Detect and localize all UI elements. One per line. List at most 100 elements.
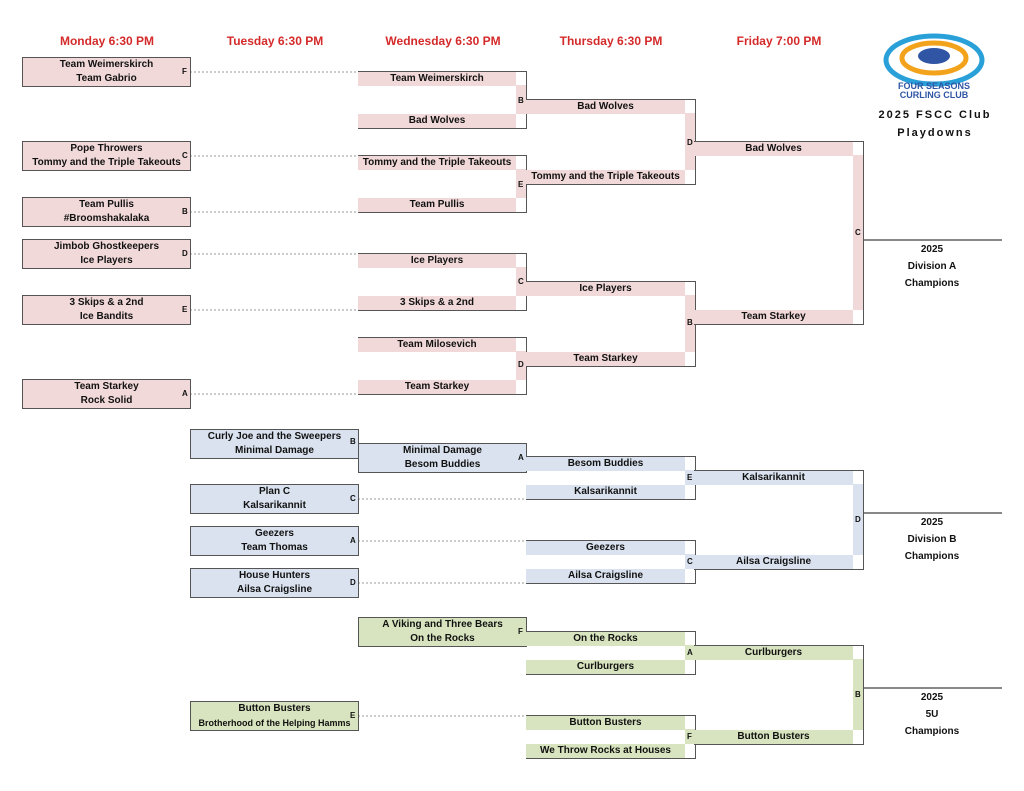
team-name: Team Weimerskirch <box>59 59 154 70</box>
team-slot: Ailsa Craigsline <box>526 569 685 583</box>
team-name: Pope Throwers <box>70 143 143 154</box>
team-name: Plan C <box>258 486 291 497</box>
team-slot: Curlburgers <box>526 660 685 674</box>
team-name: House Hunters <box>238 570 311 581</box>
bracket-fill <box>685 113 695 170</box>
divA-mon-game-5: 3 Skips & a 2nd Ice Bandits <box>22 295 191 325</box>
team-name: Ice Players <box>80 255 133 266</box>
game-sheet-tag: C <box>855 228 861 237</box>
champion-division: Division B <box>907 534 957 545</box>
game-sheet-tag: F <box>182 67 187 76</box>
bracket-fill <box>853 659 863 730</box>
page-title-line1: 2025 FSCC Club <box>878 109 992 121</box>
team-slot: Team Starkey <box>526 352 685 366</box>
game-sheet-tag: A <box>350 536 356 545</box>
logo-ring-outer <box>883 33 985 87</box>
game-sheet-tag: D <box>182 249 188 258</box>
team-name: Minimal Damage <box>235 445 314 456</box>
bracket-fill <box>853 155 863 310</box>
bracket-fill <box>685 729 695 744</box>
team-slot: Bad Wolves <box>694 142 853 156</box>
team-slot: On the Rocks <box>526 632 685 646</box>
team-name: Team Pullis <box>79 199 134 210</box>
champion-lines <box>862 239 1002 689</box>
bracket-fill <box>853 484 863 555</box>
divB-tue-game-1: Curly Joe and the Sweepers Minimal Damag… <box>190 429 359 459</box>
team-slot: Team Starkey <box>358 380 516 394</box>
divB-tue-game-2: Plan C Kalsarikannit <box>190 484 359 514</box>
div5U-champion-label: 2025 5U Champions <box>862 689 1002 740</box>
team-slot: Tommy and the Triple Takeouts <box>358 156 516 170</box>
divA-fri-bracket <box>694 141 864 325</box>
divB-tue-game-4: House Hunters Ailsa Craigsline <box>190 568 359 598</box>
bracket-fill <box>516 267 526 296</box>
divB-fri-bracket <box>694 470 864 570</box>
divA-mon-game-6: Team Starkey Rock Solid <box>22 379 191 409</box>
team-name: Team Gabrio <box>76 73 137 84</box>
game-sheet-tag: A <box>182 389 188 398</box>
team-slot: 3 Skips & a 2nd <box>358 296 516 310</box>
team-slot: Ice Players <box>526 282 685 296</box>
team-name: Ice Bandits <box>79 311 134 322</box>
bracket-fill <box>685 554 695 569</box>
team-slot: We Throw Rocks at Houses <box>526 744 685 758</box>
day-header-wednesday: Wednesday 6:30 PM <box>385 34 501 48</box>
div5U-wed-game: A Viking and Three Bears On the Rocks <box>358 617 527 647</box>
team-slot: Geezers <box>526 541 685 555</box>
team-name: Ailsa Craigsline <box>236 584 313 595</box>
team-slot: Ailsa Craigsline <box>694 555 853 569</box>
game-sheet-tag: C <box>687 557 693 566</box>
bracket-fill <box>516 85 526 114</box>
game-sheet-tag: F <box>687 732 692 741</box>
game-sheet-tag: E <box>182 305 188 314</box>
game-sheet-tag: E <box>687 473 693 482</box>
team-slot: Kalsarikannit <box>526 485 685 499</box>
team-slot: Bad Wolves <box>526 100 685 114</box>
logo-ring-middle <box>899 40 969 76</box>
bracket-fill <box>685 470 695 485</box>
divB-wed-game: Minimal Damage Besom Buddies <box>358 443 527 473</box>
game-sheet-tag: B <box>518 96 524 105</box>
day-header-tuesday: Tuesday 6:30 PM <box>226 34 324 48</box>
div5U-fri-bracket <box>694 645 864 745</box>
bracket-fill <box>685 295 695 352</box>
club-logo: FOUR SEASONS CURLING CLUB <box>883 33 985 100</box>
team-name: Button Busters <box>238 703 311 714</box>
team-slot: Besom Buddies <box>526 457 685 471</box>
team-name: Brotherhood of the Helping Hamms <box>198 718 351 728</box>
game-sheet-tag: B <box>855 690 861 699</box>
champion-text: Champions <box>904 726 960 737</box>
divA-mon-game-2: Pope Throwers Tommy and the Triple Takeo… <box>22 141 191 171</box>
page-title-line2: Playdowns <box>897 127 973 139</box>
game-sheet-tag: D <box>350 578 356 587</box>
team-name: Team Starkey <box>74 381 139 392</box>
div5U-tue-game: Button Busters Brotherhood of the Helpin… <box>190 701 359 731</box>
logo-text-line1: FOUR SEASONS <box>898 81 970 91</box>
team-name: 3 Skips & a 2nd <box>69 297 144 308</box>
champion-division: Division A <box>907 261 957 272</box>
game-sheet-tag: B <box>182 207 188 216</box>
team-name: Kalsarikannit <box>243 500 306 511</box>
game-sheet-tag: B <box>687 318 693 327</box>
champion-year: 2025 <box>920 692 944 703</box>
divB-champion-label: 2025 Division B Champions <box>862 514 1002 565</box>
team-slot: Button Busters <box>526 716 685 730</box>
team-name: On the Rocks <box>410 633 475 644</box>
team-name: Geezers <box>255 528 294 539</box>
team-slot: Team Milosevich <box>358 338 516 352</box>
champion-text: Champions <box>904 278 960 289</box>
team-slot: Team Starkey <box>694 310 853 324</box>
team-slot: Kalsarikannit <box>694 471 853 485</box>
game-sheet-tag: F <box>518 627 523 636</box>
team-name: A Viking and Three Bears <box>382 619 503 630</box>
team-slot: Button Busters <box>694 730 853 744</box>
team-name: Besom Buddies <box>404 459 481 470</box>
divA-dashed-connectors <box>190 71 526 717</box>
champion-year: 2025 <box>920 244 944 255</box>
team-name: #Broomshakalaka <box>63 213 150 224</box>
team-name: Tommy and the Triple Takeouts <box>32 157 181 168</box>
divA-mon-game-3: Team Pullis #Broomshakalaka <box>22 197 191 227</box>
bracket-fill <box>516 351 526 380</box>
team-name: Jimbob Ghostkeepers <box>53 241 160 252</box>
team-slot: Curlburgers <box>694 646 853 660</box>
